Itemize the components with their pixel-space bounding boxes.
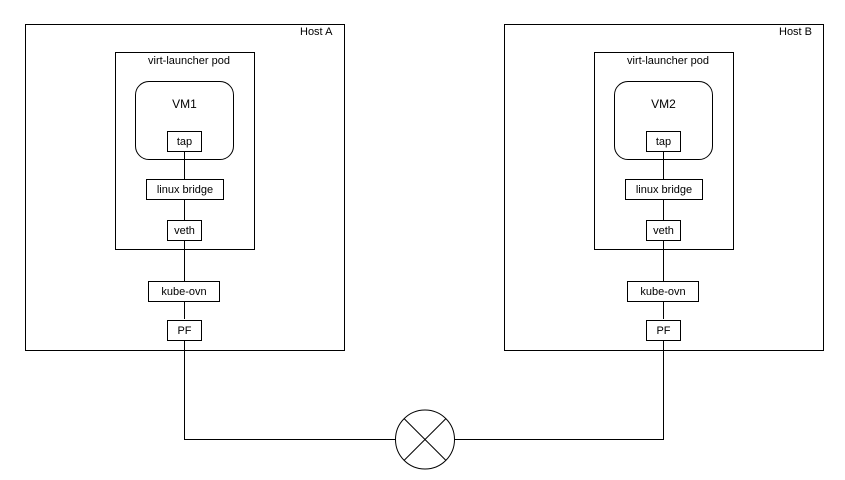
host-b-veth-box: veth <box>646 220 681 241</box>
host-a-linux-bridge-box: linux bridge <box>146 179 224 200</box>
circle-x-switch-icon <box>395 409 455 470</box>
host-b-pod-box <box>594 52 734 250</box>
host-a-pod-label: virt-launcher pod <box>148 55 230 67</box>
host-a-box <box>25 24 345 351</box>
host-b-vm-box <box>614 81 713 160</box>
host-a-pod-box <box>115 52 255 250</box>
host-a-vm-box <box>135 81 234 160</box>
host-b-kube-ovn-box: kube-ovn <box>627 281 699 302</box>
host-a-label: Host A <box>300 26 333 38</box>
host-a-kube-ovn-box: kube-ovn <box>148 281 220 302</box>
host-b-box <box>504 24 824 351</box>
wire-pf-a-to-switch <box>184 341 395 440</box>
host-a-vm-label: VM1 <box>172 97 197 111</box>
host-b-tap-box: tap <box>646 131 681 152</box>
host-b-pf-box: PF <box>646 320 681 341</box>
host-b-label: Host B <box>779 26 813 38</box>
host-a-tap-box: tap <box>167 131 202 152</box>
host-a-veth-box: veth <box>167 220 202 241</box>
host-a-pf-box: PF <box>167 320 202 341</box>
host-b-pod-label: virt-launcher pod <box>627 55 709 67</box>
host-b-vm-label: VM2 <box>651 97 676 111</box>
host-b-linux-bridge-box: linux bridge <box>625 179 703 200</box>
wire-switch-to-pf-b <box>455 341 664 440</box>
